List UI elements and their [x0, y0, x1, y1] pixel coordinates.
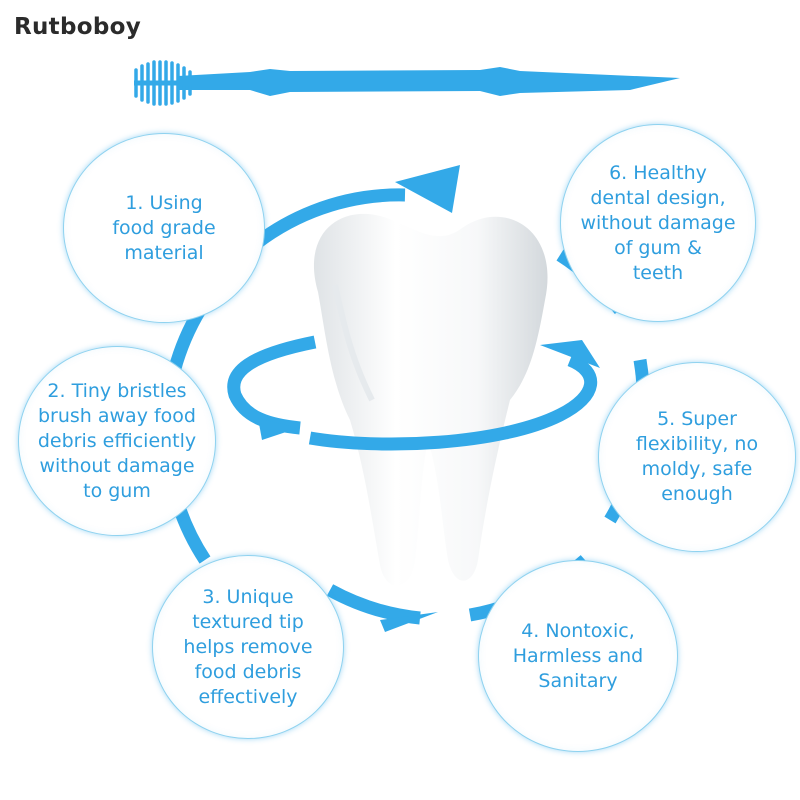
- feature-bubble-2: 2. Tiny bristles brush away food debris …: [18, 346, 216, 536]
- feature-text: 5. Super flexibility, no moldy, safe eno…: [635, 408, 759, 505]
- feature-bubble-1: 1. Using food grade material: [63, 133, 265, 323]
- feature-text: 4. Nontoxic, Harmless and Sanitary: [512, 619, 644, 692]
- feature-bubble-6: 6. Healthy dental design, without damage…: [560, 124, 756, 322]
- feature-text: 2. Tiny bristles brush away food debris …: [37, 379, 197, 502]
- feature-text: 1. Using food grade material: [112, 191, 216, 264]
- feature-bubble-5: 5. Super flexibility, no moldy, safe eno…: [598, 362, 796, 552]
- feature-text: 3. Unique textured tip helps remove food…: [183, 585, 313, 708]
- feature-bubble-4: 4. Nontoxic, Harmless and Sanitary: [478, 560, 678, 752]
- rotate-arrow-icon: [227, 335, 600, 451]
- feature-text: 6. Healthy dental design, without damage…: [580, 161, 736, 284]
- tooth-icon: [313, 213, 548, 586]
- interdental-brush-icon: [134, 60, 680, 106]
- feature-bubble-3: 3. Unique textured tip helps remove food…: [152, 555, 344, 739]
- arrowhead-icon: [380, 165, 460, 632]
- brand-logo-text: Rutboboy: [14, 14, 142, 40]
